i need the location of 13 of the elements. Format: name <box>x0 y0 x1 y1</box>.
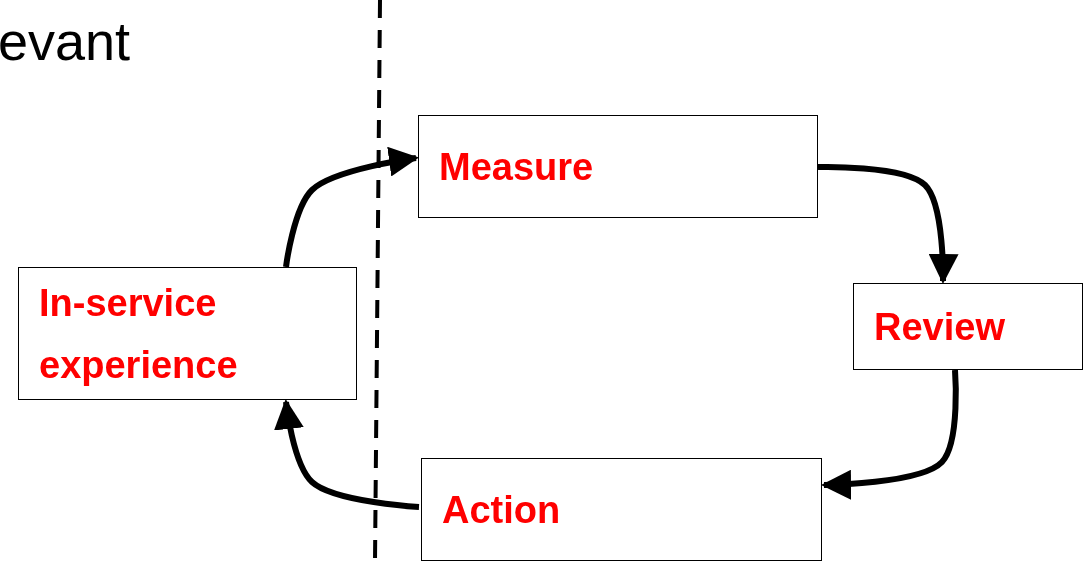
curved-arrow <box>274 399 420 510</box>
slide-text: evant <box>0 10 131 72</box>
process-box <box>18 267 357 400</box>
process-box <box>421 458 822 561</box>
box-label: Action <box>441 487 561 533</box>
process-box <box>853 283 1083 370</box>
curved-arrow <box>817 163 959 284</box>
process-box <box>418 115 818 218</box>
curved-arrow <box>283 146 419 268</box>
box-label: Review <box>873 304 1005 350</box>
box-label: In-service experience <box>38 280 239 388</box>
box-label: Measure <box>438 144 594 190</box>
curved-arrow <box>821 369 959 500</box>
